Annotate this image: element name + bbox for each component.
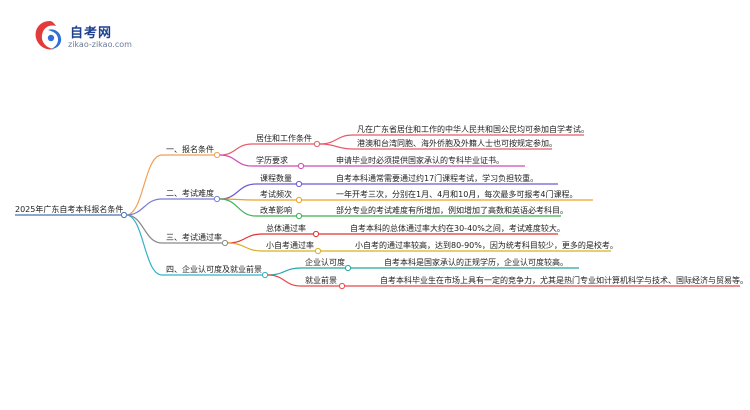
sub-node-4-2 xyxy=(338,282,346,290)
sub-label-4-2: 就业前景 xyxy=(305,275,337,285)
sub-label-2-2: 考试频次 xyxy=(260,189,292,199)
sub-node-2-2 xyxy=(295,196,303,204)
leaf-edge-1-1-1 xyxy=(319,134,354,145)
sub-edge-4-1 xyxy=(267,267,302,276)
branch-edge-4 xyxy=(125,214,163,276)
leaf-label-4-2-1: 自考本科毕业生在市场上具有一定的竞争力，尤其是热门专业如计算机科学与技术、国际经… xyxy=(380,275,748,285)
branch-node-1 xyxy=(213,151,221,159)
logo xyxy=(30,18,160,58)
leaf-label-2-1-1: 自考本科通常需要通过约17门课程考试，学习负担较重。 xyxy=(336,173,538,183)
branch-node-3 xyxy=(221,239,229,247)
leaf-label-3-1-1: 自考本科的总体通过率大约在30-40%之间，考试难度较大。 xyxy=(350,223,565,233)
branch-label-2: 二、考试难度 xyxy=(166,188,214,198)
branch-label-4: 四、企业认可度及就业前景 xyxy=(166,264,262,274)
sub-label-2-1: 课程数量 xyxy=(260,173,292,183)
sub-node-1-1 xyxy=(313,140,321,148)
sub-label-3-1: 总体通过率 xyxy=(266,223,306,233)
sub-label-1-2: 学历要求 xyxy=(256,155,288,165)
leaf-label-2-3-1: 部分专业的考试难度有所增加，例如增加了高数和英语必考科目。 xyxy=(336,205,568,215)
branch-node-4 xyxy=(261,271,269,279)
leaf-label-4-1-1: 自考本科是国家承认的正规学历，企业认可度较高。 xyxy=(384,257,568,267)
sub-node-1-2 xyxy=(297,162,305,170)
sub-edge-2-3 xyxy=(219,198,257,217)
sub-edge-4-2 xyxy=(267,274,302,287)
sub-node-2-3 xyxy=(295,212,303,220)
logo-title: 自考网 xyxy=(70,26,113,41)
sub-node-3-2 xyxy=(314,247,322,255)
sub-node-4-1 xyxy=(344,264,352,272)
sub-edge-1-1 xyxy=(219,143,253,156)
leaf-label-1-1-2: 港澳和台湾同胞、海外侨胞及外籍人士也可按规定参加。 xyxy=(357,138,557,148)
sub-label-1-1: 居住和工作条件 xyxy=(256,133,312,143)
sub-edge-1-2 xyxy=(219,154,253,167)
sub-edge-2-1 xyxy=(219,183,257,200)
branch-label-1: 一、报名条件 xyxy=(166,144,214,154)
branch-node-2 xyxy=(213,195,221,203)
leaf-label-3-2-1: 小自考的通过率较高，达到80-90%，因为统考科目较少，更多的是校考。 xyxy=(355,240,618,250)
branch-edge-3 xyxy=(125,214,163,244)
leaf-edge-1-1-2 xyxy=(319,143,354,150)
sub-label-3-2: 小自考通过率 xyxy=(266,240,314,250)
branch-edge-2 xyxy=(125,198,163,216)
root-label: 2025年广东自考本科报名条件 xyxy=(15,204,123,214)
leaf-label-2-2-1: 一年开考三次，分别在1月、4月和10月，每次最多可报考4门课程。 xyxy=(336,189,577,199)
branch-edge-1 xyxy=(125,154,163,216)
leaf-label-1-2-1: 申请毕业时必须提供国家承认的专科毕业证书。 xyxy=(336,155,504,165)
sub-node-3-1 xyxy=(312,230,320,238)
logo-subtitle: zikao-zikao.com xyxy=(68,40,132,49)
sub-node-2-1 xyxy=(295,180,303,188)
sub-edge-3-1 xyxy=(227,233,263,244)
leaf-label-1-1-1: 凡在广东省居住和工作的中华人民共和国公民均可参加自学考试。 xyxy=(357,124,589,134)
sub-label-2-3: 改革影响 xyxy=(260,205,292,215)
branch-label-3: 三、考试通过率 xyxy=(166,232,222,242)
sub-label-4-1: 企业认可度 xyxy=(305,257,345,267)
sub-edge-3-2 xyxy=(227,242,263,252)
logo-mark-icon xyxy=(35,21,62,50)
